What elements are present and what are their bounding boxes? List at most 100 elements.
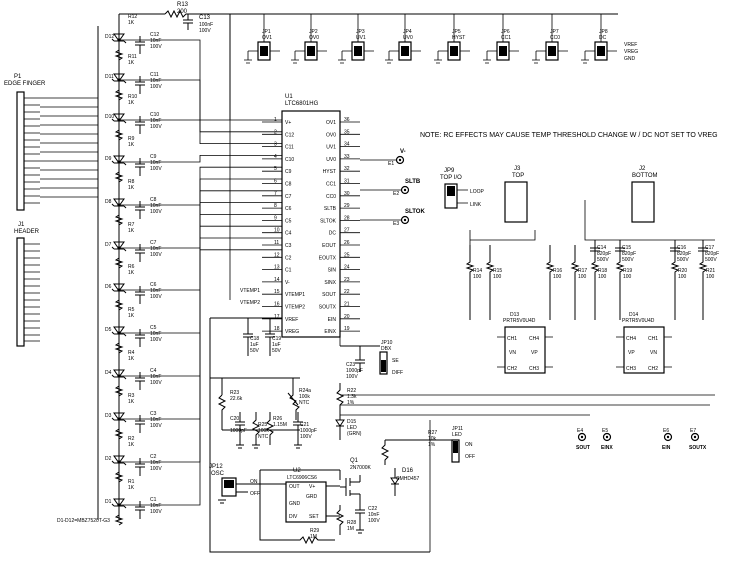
resistor-label: R2 — [128, 436, 135, 442]
resistor-value: 100 — [493, 274, 502, 280]
r27-tol: 1% — [428, 442, 436, 448]
u1-pin-eout: EOUT — [322, 243, 336, 249]
u1-pin-number: 33 — [344, 154, 350, 160]
resistor-label: R17 — [578, 268, 587, 274]
cap-value: 10nF — [150, 203, 161, 209]
zener-label: D11 — [105, 74, 114, 80]
u1-pin-ov0: OV0 — [326, 132, 336, 138]
r22-value: 1.3k — [347, 394, 357, 400]
resistor-value: 1K — [128, 20, 135, 26]
u1-pin-number: 34 — [344, 142, 350, 148]
u1-pin-c3: C3 — [285, 243, 292, 249]
u2-ref: U2 — [293, 468, 301, 474]
testpoint-ref: E1 — [388, 161, 394, 167]
cap-value: 10nF — [150, 288, 161, 294]
u2-pin-set: SET — [309, 514, 319, 520]
cap-value: 10nF — [150, 460, 161, 466]
cap-label: C12 — [150, 32, 159, 38]
u1-pin-ov1: OV1 — [326, 120, 336, 126]
u1-pin-number: 28 — [344, 215, 350, 221]
u1-pin-number: 35 — [344, 129, 350, 135]
resistor-value: 100 — [598, 274, 607, 280]
cap-label: C15 — [622, 245, 631, 251]
resistor-value: 1K — [128, 228, 135, 234]
zener-label: D9 — [105, 156, 112, 162]
jumper-name: UV1 — [356, 35, 366, 41]
j3-top-connector: J3 TOP — [504, 166, 528, 223]
zener-label: D5 — [105, 327, 112, 333]
u1-pin-v: V- — [285, 280, 290, 286]
u2-pin-gnd: GND — [289, 501, 301, 507]
u1-pin-number: 29 — [344, 203, 350, 209]
cap-value: 10nF — [150, 38, 161, 44]
jp9-ref: JP9 — [444, 168, 455, 174]
c18-value: 1uF — [250, 342, 259, 348]
u1-pin-number: 12 — [274, 252, 280, 258]
resistor-label: R4 — [128, 350, 135, 356]
zener-label: D6 — [105, 284, 112, 290]
jumper-ref: JP3 — [356, 29, 365, 35]
zener-label: D7 — [105, 242, 112, 248]
u1-pin-number: 22 — [344, 289, 350, 295]
u1-pin-number: 27 — [344, 228, 350, 234]
cap-label: C11 — [150, 72, 159, 78]
zener-label: D2 — [105, 456, 112, 462]
c23-voltage: 100V — [346, 374, 358, 380]
u1-pin-number: 8 — [274, 203, 277, 209]
u1-pin-ein: EIN — [328, 317, 337, 323]
u1-pin-cc1: CC1 — [326, 182, 336, 188]
testpoint-label: V- — [400, 149, 406, 155]
resistor-label: R12 — [128, 14, 137, 20]
testpoint-label: EIN — [662, 445, 671, 451]
u1-pin-sltb: SLTB — [324, 206, 337, 212]
r25-label: R25 — [258, 422, 267, 428]
u2-pin-out: OUT — [289, 484, 300, 490]
resistor-label: R10 — [128, 94, 137, 100]
c20-value: 1000pF — [230, 428, 247, 434]
u1-pin-c1: C1 — [285, 268, 292, 274]
resistor-label: R3 — [128, 393, 135, 399]
c13-value2: 100V — [199, 28, 211, 34]
cap-value: 10nF — [150, 503, 161, 509]
cap-label: C7 — [150, 240, 157, 246]
zener-label: D3 — [105, 413, 112, 419]
tvs-pin: CH2 — [648, 366, 658, 372]
tvs-ref: D14 — [629, 312, 638, 318]
r27-value: 10k — [428, 436, 437, 442]
u2-pin-grd: GRD — [306, 494, 318, 500]
d15-label: D15 — [347, 419, 356, 425]
u1-pin-number: 20 — [344, 314, 350, 320]
r13-value: 200 — [177, 9, 188, 15]
jp8-label-gnd: GND — [624, 56, 636, 62]
u1-ref: U1 — [285, 94, 293, 100]
u1-pin-number: 16 — [274, 302, 280, 308]
u1-pin-einx: EINX — [324, 329, 336, 335]
u1-pin-eoutx: EOUTX — [319, 255, 337, 261]
jp8-label-vref: VREF — [624, 42, 637, 48]
testpoint-label: SOUTX — [689, 445, 707, 451]
testpoint-e1[interactable]: E1 V- — [360, 149, 406, 167]
resistor-value: 100 — [678, 274, 687, 280]
u1-pin-c2: C2 — [285, 255, 292, 261]
c19-value: 1uF — [272, 342, 281, 348]
r27-label: R27 — [428, 430, 437, 436]
resistor-value: 1K — [128, 142, 135, 148]
u1-pin-number: 4 — [274, 154, 277, 160]
u1-pin-number: 3 — [274, 142, 277, 148]
tvs-pin: CH1 — [507, 336, 517, 342]
